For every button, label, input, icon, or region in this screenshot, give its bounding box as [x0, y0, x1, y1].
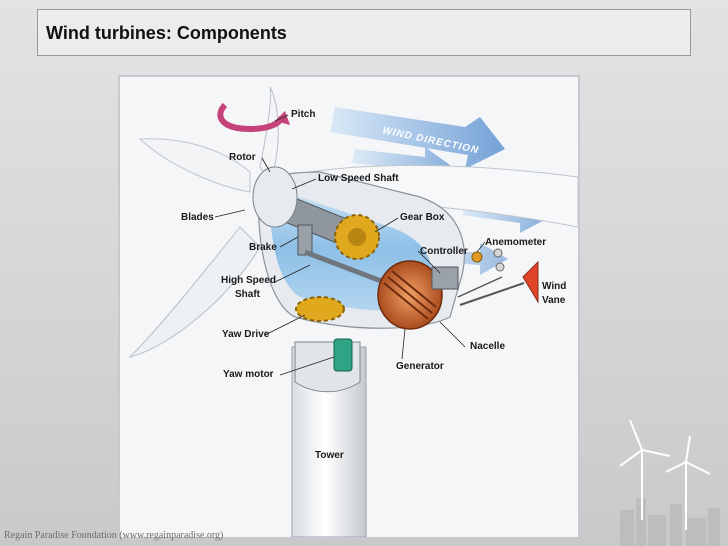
high-speed-shaft-label-1: High Speed: [221, 275, 276, 286]
slide-title: Wind turbines: Components: [46, 23, 287, 43]
yaw-drive: [295, 296, 345, 322]
nacelle-label: Nacelle: [470, 341, 505, 352]
blade-lower: [128, 226, 261, 358]
low-speed-shaft-label: Low Speed Shaft: [318, 173, 399, 184]
brake-label: Brake: [249, 242, 277, 253]
rotor-hub: [252, 166, 298, 228]
pitch-arrow: [217, 102, 285, 133]
wind-farm-skyline-decoration: [619, 419, 720, 546]
tower-label: Tower: [315, 450, 344, 461]
high-speed-shaft-label-2: Shaft: [235, 289, 261, 300]
blade-upper: [259, 86, 279, 184]
wind-vane-label-1: Wind: [542, 281, 566, 292]
turbine-illustration: WIND DIRECTION: [128, 86, 578, 537]
controller: [431, 266, 459, 290]
rotor-label: Rotor: [229, 152, 256, 163]
controller-label: Controller: [420, 246, 468, 257]
blades-label: Blades: [181, 212, 214, 223]
wind-vane-label-2: Vane: [542, 295, 566, 306]
wind-direction-arrow: [330, 107, 505, 169]
generator-label: Generator: [396, 361, 444, 372]
brake: [297, 224, 313, 256]
yaw-motor: [333, 338, 353, 372]
gear-box-label: Gear Box: [400, 212, 445, 223]
blade-left-top: [138, 138, 251, 193]
footer-credit: Regain Paradise Foundation (www.regainpa…: [4, 530, 224, 541]
turbine-diagram: WIND DIRECTION: [118, 75, 580, 539]
pitch-label: Pitch: [291, 109, 315, 120]
anemometer-label: Anemometer: [485, 237, 546, 248]
anemometer: [471, 251, 483, 263]
title-bar: Wind turbines: Components: [37, 9, 691, 56]
yaw-drive-label: Yaw Drive: [222, 329, 270, 340]
wind-vane: [522, 260, 539, 304]
yaw-motor-label: Yaw motor: [223, 369, 274, 380]
